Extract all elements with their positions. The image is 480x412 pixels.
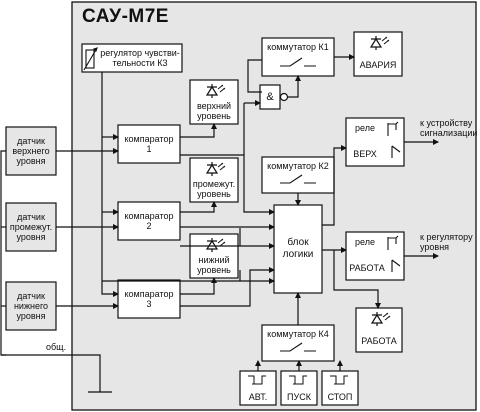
sensitivity-regulator-box: [81, 43, 183, 73]
wires: [0, 54, 439, 393]
and-gate-inverter: [279, 92, 289, 102]
sensor-lower-label: датчик нижнего уровня: [13, 291, 49, 321]
and-gate-label: &: [266, 91, 274, 103]
common-label: общ.: [46, 342, 67, 352]
comparator-2-box: [117, 201, 181, 241]
button-auto: [239, 370, 277, 406]
sensitivity-regulator-label: регулятор чувстви- тельности К3: [100, 48, 180, 68]
button-symbols: [248, 375, 348, 385]
sensor-upper-label: датчик верхнего уровня: [12, 136, 50, 166]
comparator-2-label: компаратор 2: [124, 211, 174, 231]
output-alarm-label: к устройству сигнализации: [420, 118, 478, 138]
button-stop: [321, 370, 359, 406]
ind-upper-label: верхний уровень: [196, 101, 232, 121]
relay-top-box: [345, 117, 405, 167]
output-pump-label: к регулятору уровня: [420, 232, 473, 252]
relay-work-box: [345, 231, 405, 281]
switch-k2-label: коммутатор К2: [267, 161, 329, 171]
variable-resistor-icon: [83, 47, 98, 71]
comparator-3-box: [117, 279, 181, 319]
switch-k1-label: коммутатор К1: [267, 42, 329, 52]
comparator-1-label: компаратор 1: [124, 134, 174, 154]
switch-contact-icons: [280, 57, 316, 352]
work-ind-label: РАБОТА: [361, 336, 397, 346]
logic-block-box: [273, 204, 323, 294]
sensor-mid-label: датчик промежут. уровня: [9, 212, 53, 242]
switch-k4-label: коммутатор К4: [267, 329, 329, 339]
button-auto-label: АВТ.: [248, 391, 268, 402]
relay-top-title: реле: [355, 123, 375, 133]
comparator-1-box: [117, 124, 181, 164]
relay-work-title: реле: [355, 237, 375, 247]
device-title: САУ-М7Е: [82, 6, 169, 27]
button-start-label: ПУСК: [287, 391, 311, 402]
relay-top-name: ВЕРХ: [353, 149, 377, 159]
button-stop-label: СТОП: [327, 391, 353, 402]
sensor-mid-box: [5, 202, 57, 252]
sensor-upper-box: [5, 126, 57, 176]
switch-k4-box: [261, 324, 335, 362]
relay-work-name: РАБОТА: [349, 263, 385, 273]
logic-block-label: блок логики: [282, 237, 314, 260]
alarm-ind-label: АВАРИЯ: [359, 60, 397, 70]
ind-mid-label: промежут. уровень: [192, 179, 236, 199]
switch-k1-box: [261, 37, 335, 77]
ind-lower-label: нижний уровень: [197, 255, 231, 275]
switch-k2-box: [261, 156, 335, 194]
relay-contact-icons: [387, 121, 401, 272]
comparator-3-label: компаратор 3: [124, 289, 174, 309]
